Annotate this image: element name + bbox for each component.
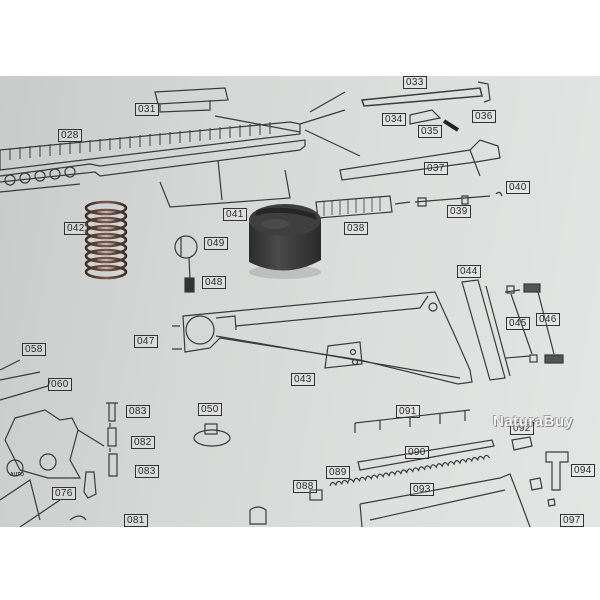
part-label-047: 047 <box>134 335 158 348</box>
part-label-060: 060 <box>48 378 72 391</box>
auto-marking: AUTO <box>10 472 25 478</box>
part-label-031: 031 <box>135 103 159 116</box>
part-label-037: 037 <box>424 162 448 175</box>
part-label-045: 045 <box>506 317 530 330</box>
part-label-083-bottom: 083 <box>135 465 159 478</box>
part-label-094: 094 <box>571 464 595 477</box>
part-label-043: 043 <box>291 373 315 386</box>
coil-spring-object <box>84 200 128 280</box>
part-label-038: 038 <box>344 222 368 235</box>
part-label-049: 049 <box>204 237 228 250</box>
diagram-linework <box>0 81 569 527</box>
part-label-093: 093 <box>410 483 434 496</box>
part-label-082: 082 <box>131 436 155 449</box>
part-label-035: 035 <box>418 125 442 138</box>
part-label-044: 044 <box>457 265 481 278</box>
part-label-042: 042 <box>64 222 88 235</box>
part-label-097: 097 <box>560 514 584 527</box>
part-label-036: 036 <box>472 110 496 123</box>
cylinder-cap-object <box>249 204 321 279</box>
part-label-081: 081 <box>124 514 148 527</box>
part-label-034: 034 <box>382 113 406 126</box>
part-label-076: 076 <box>52 487 76 500</box>
naturabuy-watermark: NaturaBuy <box>493 413 574 430</box>
part-label-041: 041 <box>223 208 247 221</box>
part-label-083-top: 083 <box>126 405 150 418</box>
part-label-058: 058 <box>22 343 46 356</box>
part-label-088: 088 <box>293 480 317 493</box>
part-label-050: 050 <box>198 403 222 416</box>
part-label-048: 048 <box>202 276 226 289</box>
part-label-090: 090 <box>405 446 429 459</box>
rail-028 <box>0 121 301 171</box>
parts-diagram-photo: AUTO <box>0 76 600 527</box>
part-label-039: 039 <box>447 205 471 218</box>
part-label-092: 092 <box>510 422 534 435</box>
part-label-028: 028 <box>58 129 82 142</box>
part-label-046: 046 <box>536 313 560 326</box>
part-label-091: 091 <box>396 405 420 418</box>
part-label-089: 089 <box>326 466 350 479</box>
part-label-033: 033 <box>403 76 427 89</box>
part-label-040: 040 <box>506 181 530 194</box>
